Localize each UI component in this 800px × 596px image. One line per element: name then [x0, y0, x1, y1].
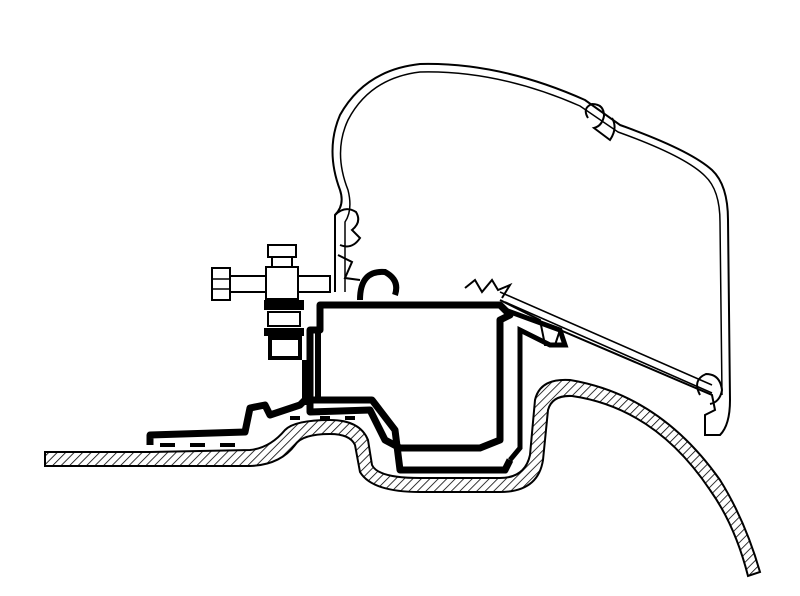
bracket-right-flange [504, 307, 569, 462]
upper-keder-hook [584, 102, 616, 142]
vehicle-roof [44, 378, 762, 578]
bracket-foot [146, 396, 514, 474]
lower-keder-hook [696, 372, 724, 405]
vertical-post [302, 330, 321, 405]
nut-stack [264, 244, 304, 360]
awning-cassette-inner [339, 71, 723, 396]
awning-cassette [331, 62, 732, 436]
bracket-hook [357, 268, 400, 301]
cassette-lower-edge [499, 291, 713, 394]
top-clip [464, 278, 513, 299]
bracket-foot-teeth [160, 416, 460, 472]
left-keder-profile [334, 208, 362, 281]
